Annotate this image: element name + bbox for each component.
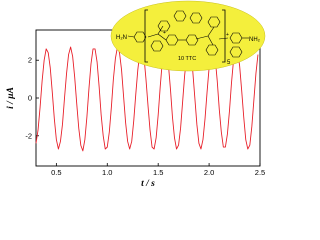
x-axis-ticks: 0.5 1.0 1.5 2.0 2.5	[51, 163, 265, 177]
repeat-subscript: 5	[227, 60, 231, 66]
x-tick-label: 2.0	[204, 168, 214, 177]
right-amine-label: NH₂	[249, 37, 261, 43]
x-tick-label: 1.0	[102, 168, 112, 177]
left-nitrogen-charge: +	[163, 30, 166, 36]
phenyl-rings	[133, 10, 243, 58]
figure: 0.5 1.0 1.5 2.0 2.5 -2 0 2 t / s i / µA 5 H₂N …	[6, 0, 266, 189]
x-tick-label: 1.5	[153, 168, 163, 177]
y-tick-label: -2	[25, 131, 32, 140]
left-repeat-bracket	[144, 9, 148, 63]
x-tick-label: 2.5	[255, 168, 265, 177]
x-tick-label: 0.5	[51, 168, 61, 177]
callout-ellipse	[110, 0, 266, 72]
molecule-structure-callout: 5 H₂N NH₂ + + 10 TTC	[110, 0, 266, 72]
current-trace	[35, 46, 259, 152]
repeat-unit-label: 10 TTC	[178, 56, 196, 62]
left-amine-label: H₂N	[116, 35, 127, 41]
y-axis-ticks: -2 0 2	[25, 56, 39, 140]
molecule-bonds	[127, 25, 249, 46]
y-axis-title: i / µA	[6, 87, 16, 109]
y-tick-label: 2	[28, 56, 32, 65]
right-nitrogen-charge: +	[226, 32, 229, 38]
x-axis-title: t / s	[141, 179, 155, 189]
right-repeat-bracket	[222, 9, 226, 63]
y-tick-label: 0	[28, 94, 32, 103]
